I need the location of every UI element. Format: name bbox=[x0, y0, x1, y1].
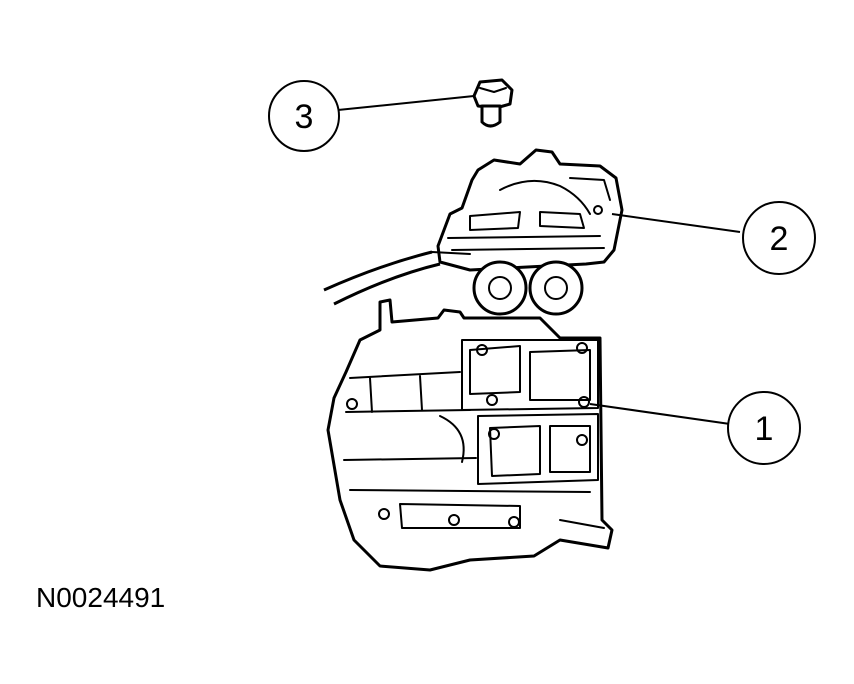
bolt-part bbox=[472, 78, 514, 128]
leader-line-3 bbox=[337, 95, 475, 111]
leader-line-2 bbox=[611, 213, 741, 233]
leader-line-1 bbox=[589, 403, 731, 425]
callout-1: 1 bbox=[727, 391, 801, 465]
callout-3-label: 3 bbox=[295, 98, 314, 136]
figure-id-label: N0024491 bbox=[36, 582, 166, 613]
callout-2: 2 bbox=[742, 201, 816, 275]
callout-3: 3 bbox=[268, 80, 340, 152]
callout-1-label: 1 bbox=[755, 410, 774, 448]
callout-2-label: 2 bbox=[770, 220, 789, 258]
valve-body-part bbox=[326, 298, 614, 572]
solenoid-assembly-part bbox=[323, 148, 624, 316]
